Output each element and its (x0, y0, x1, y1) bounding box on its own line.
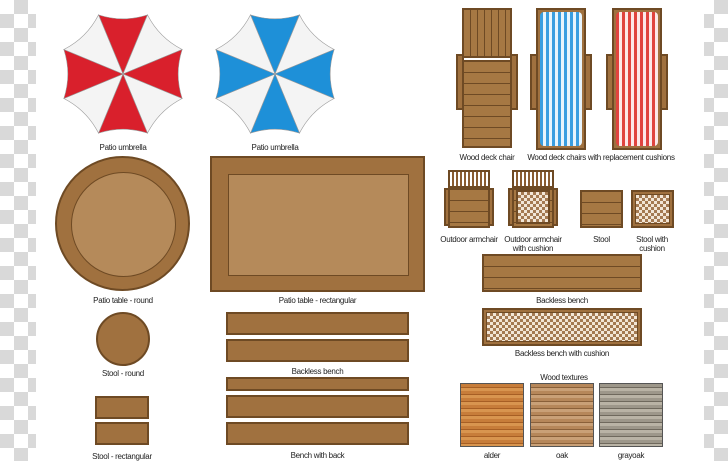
wood-deck-chair-red-cushion (606, 8, 668, 150)
label-umbrella-red: Patio umbrella (99, 143, 147, 152)
bench-with-back (226, 377, 409, 447)
label-armchair-cushion: Outdoor armchair with cushion (504, 235, 562, 253)
label-umbrella-blue: Patio umbrella (251, 143, 299, 152)
label-grayoak: grayoak (617, 451, 645, 460)
label-stool: Stool (593, 235, 610, 244)
backless-bench-right (482, 254, 642, 292)
label-stool-cushion: Stool with cushion (636, 235, 668, 253)
label-armchair: Outdoor armchair (440, 235, 498, 244)
texture-oak (530, 383, 594, 447)
patio-umbrella-red (63, 14, 183, 134)
label-backless-bench-cushion: Backless bench with cushion (514, 349, 610, 358)
label-table-round: Patio table - round (93, 296, 153, 305)
outdoor-armchair-cushion (508, 170, 558, 230)
texture-alder (460, 383, 524, 447)
label-deck-chair: Wood deck chair (459, 153, 515, 162)
label-stool-round: Stool - round (102, 369, 144, 378)
umbrella-panel (63, 14, 124, 75)
label-deck-chairs-cushion: Wood deck chairs with replacement cushio… (527, 153, 675, 162)
texture-grayoak (599, 383, 663, 447)
stool-round (96, 312, 150, 366)
label-alder: alder (483, 451, 501, 460)
label-backless-bench: Backless bench (291, 367, 344, 376)
label-stool-rect: Stool - rectangular (92, 452, 152, 461)
stool (580, 190, 623, 228)
label-table-rect: Patio table - rectangular (278, 296, 357, 305)
patio-table-rectangular (210, 156, 425, 292)
backless-bench-cushion (482, 308, 642, 346)
wood-deck-chair-blue-cushion (530, 8, 592, 150)
patio-umbrella-blue (215, 14, 335, 134)
label-wood-textures: Wood textures (540, 373, 588, 382)
stool-rectangular (95, 396, 149, 446)
outdoor-armchair (444, 170, 494, 230)
label-backless-bench-right: Backless bench (536, 296, 588, 305)
label-bench-back: Bench with back (290, 451, 345, 460)
patio-table-round (55, 156, 190, 291)
label-oak: oak (556, 451, 568, 460)
stool-with-cushion (631, 190, 674, 228)
umbrella-panel (215, 14, 276, 75)
wood-deck-chair (456, 8, 518, 150)
backless-bench (226, 312, 409, 362)
